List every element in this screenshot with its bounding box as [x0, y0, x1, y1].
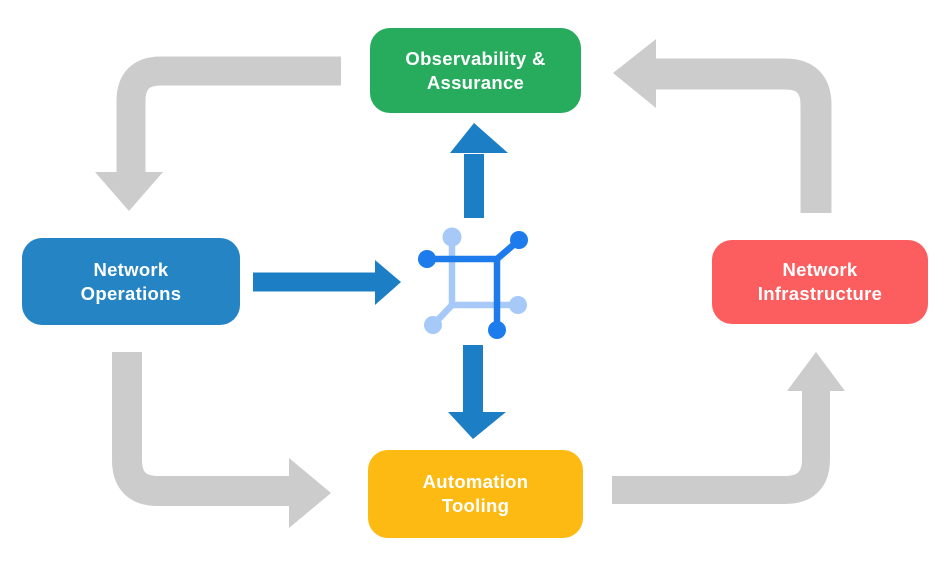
icon-light-path	[430, 233, 456, 328]
node-automation-tooling: Automation Tooling	[368, 450, 583, 538]
node-network-infrastructure: Network Infrastructure	[712, 240, 928, 324]
arrow-hub-to-observability	[450, 123, 508, 218]
arrow-shaft	[612, 391, 830, 504]
arrow-automation-to-infrastructure	[612, 352, 845, 504]
arrow-head-down-icon	[448, 412, 506, 439]
arrow-hub-to-automation	[448, 345, 506, 439]
network-nodes-icon	[418, 227, 528, 339]
arrow-head-up-icon	[450, 123, 508, 153]
arrow-head-down-icon	[95, 172, 163, 211]
node-label: Network Infrastructure	[757, 259, 883, 304]
icon-node	[510, 231, 528, 249]
arrow-shaft	[116, 56, 341, 173]
arrow-operations-to-automation	[112, 352, 331, 528]
node-observability-assurance: Observability & Assurance	[370, 28, 581, 113]
arrow-head-left-icon	[613, 39, 656, 108]
arrow-shaft	[656, 58, 832, 213]
arrow-head-up-icon	[787, 352, 845, 391]
icon-node	[424, 316, 442, 334]
arrow-head-right-icon	[375, 260, 401, 305]
node-network-operations: Network Operations	[22, 238, 240, 325]
node-label: Network Operations	[80, 258, 182, 304]
icon-dark-path	[424, 237, 522, 263]
arrow-shaft	[112, 352, 289, 506]
icon-node	[418, 250, 436, 268]
arrow-infrastructure-to-observability	[613, 39, 832, 213]
node-label: Observability & Assurance	[405, 47, 546, 93]
icon-node	[488, 321, 506, 339]
arrow-observability-to-operations	[95, 56, 341, 211]
arrow-head-right-icon	[289, 458, 331, 528]
icon-node	[509, 296, 527, 314]
icon-node	[442, 227, 462, 247]
node-label: Automation Tooling	[422, 471, 529, 516]
arrow-operations-to-hub	[253, 260, 401, 305]
